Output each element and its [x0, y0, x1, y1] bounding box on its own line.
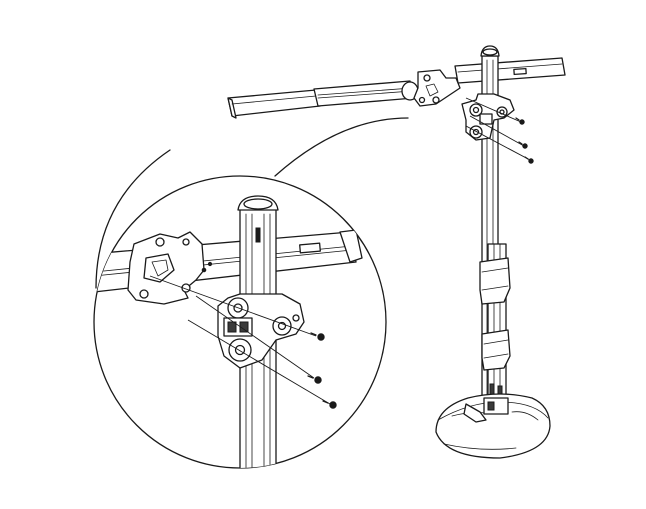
screws-main: [465, 97, 534, 164]
lower-post: [479, 243, 511, 401]
crossbar: [227, 57, 566, 119]
main-assembly: [227, 45, 566, 459]
post-clamp: [461, 93, 515, 141]
callout-leader: [274, 117, 409, 177]
screw-icon: [307, 375, 322, 384]
screw-icon: [518, 141, 528, 149]
screw-icon: [310, 332, 325, 341]
base: [435, 393, 551, 459]
screw-icon: [322, 400, 337, 409]
screw-icon: [515, 117, 525, 125]
screw-icon: [524, 156, 534, 164]
screws-detail: [307, 332, 337, 409]
detail-callout: [93, 117, 409, 469]
